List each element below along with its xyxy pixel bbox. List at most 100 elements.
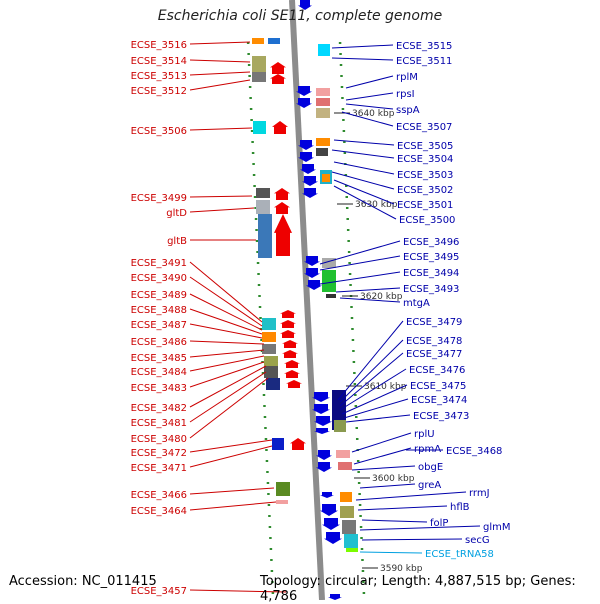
- gene-block-right: [342, 520, 356, 534]
- left-track-dots: [254, 218, 258, 220]
- gene-arrow-left: [280, 320, 296, 328]
- scale-tick-label: 3620 kbp: [360, 292, 403, 302]
- gene-arrow-right: [296, 98, 312, 108]
- gene-arrow-right: [328, 594, 342, 600]
- left-track-dots: [261, 372, 265, 374]
- gene-arrow-left: [280, 330, 296, 338]
- gene-connector-right: [351, 465, 416, 471]
- left-track-dots: [249, 108, 253, 110]
- gene-arrow-left: [274, 188, 290, 200]
- gene-connector-right: [341, 111, 394, 127]
- left-track-dots: [247, 64, 251, 66]
- right-track-dots: [360, 548, 364, 550]
- right-track-dots: [362, 592, 366, 594]
- gene-label-right: glmM: [483, 522, 511, 533]
- gene-connector-right: [319, 255, 401, 271]
- gene-block-left: [252, 72, 266, 82]
- gene-connector-right: [345, 103, 394, 110]
- gene-connector-right: [337, 320, 404, 401]
- gene-label-right: rplM: [396, 72, 418, 83]
- right-track-dots: [346, 229, 350, 231]
- scale-tick-label: 3610 kbp: [364, 382, 407, 392]
- right-track-dots: [356, 460, 360, 462]
- left-track-dots: [254, 207, 257, 209]
- left-track-dots: [258, 295, 261, 297]
- right-track-dots: [351, 328, 354, 330]
- left-track-dots: [251, 152, 255, 154]
- gene-block-right: [334, 420, 346, 432]
- gene-connector-right: [333, 161, 395, 175]
- right-track-dots: [338, 42, 342, 44]
- left-track-dots: [247, 53, 250, 55]
- gene-connector-left: [189, 207, 255, 213]
- gene-arrow-right: [298, 0, 312, 10]
- gene-block-right: [316, 148, 328, 156]
- gene-label-right: ECSE_3503: [397, 170, 453, 181]
- gene-connector-left: [189, 365, 267, 408]
- gene-connector-right: [331, 44, 394, 49]
- gene-connector-right: [331, 57, 394, 61]
- gene-label-left: ECSE_3481: [131, 418, 187, 429]
- gene-arrow-left: [270, 74, 286, 84]
- gene-connector-right: [319, 271, 401, 285]
- left-track-dots: [248, 75, 251, 77]
- gene-label-left: ECSE_3513: [131, 71, 187, 82]
- right-track-dots: [358, 493, 361, 495]
- gene-block-left: [253, 121, 266, 134]
- left-track-dots: [253, 196, 257, 198]
- left-track-dots: [271, 592, 275, 594]
- right-track-dots: [352, 350, 355, 352]
- right-track-dots: [341, 97, 344, 99]
- gene-connector-left: [189, 261, 263, 323]
- right-track-dots: [341, 108, 345, 110]
- gene-connector-right: [339, 297, 401, 303]
- right-track-dots: [349, 284, 352, 286]
- right-track-dots: [347, 240, 350, 242]
- right-track-dots: [348, 262, 351, 264]
- gene-connector-left: [189, 41, 251, 45]
- gene-arrow-left: [280, 310, 296, 318]
- gene-connector-right: [331, 149, 395, 159]
- right-track-dots: [344, 174, 348, 176]
- left-track-dots: [269, 537, 272, 539]
- gene-label-left: ECSE_3471: [131, 463, 187, 474]
- left-track-dots: [265, 449, 268, 451]
- gene-label-right: secG: [465, 535, 490, 546]
- right-track-dots: [350, 306, 353, 308]
- right-track-dots: [347, 251, 351, 253]
- gene-label-left: ECSE_3487: [131, 320, 187, 331]
- left-track-dots: [268, 526, 272, 528]
- gene-label-right: obgE: [418, 462, 443, 473]
- left-track-dots: [251, 141, 254, 143]
- gene-block-right: [340, 506, 354, 518]
- gene-label-left: ECSE_3486: [131, 337, 187, 348]
- gene-arrow-right: [306, 280, 322, 290]
- gene-label-right: ECSE_3494: [403, 268, 459, 279]
- gene-label-right: ECSE_3473: [413, 411, 469, 422]
- gene-label-left: ECSE_3485: [131, 353, 187, 364]
- gene-connector-right: [319, 240, 401, 265]
- gene-connector-right: [333, 179, 395, 205]
- gene-label-left: gltB: [167, 236, 187, 247]
- left-track-dots: [262, 394, 266, 396]
- gene-connector-left: [189, 195, 253, 198]
- gene-block-left: [256, 188, 270, 198]
- gene-label-right: ECSE_3507: [396, 122, 452, 133]
- right-track-dots: [342, 119, 345, 121]
- gene-block-right: [344, 534, 358, 548]
- left-track-dots: [257, 284, 261, 286]
- right-track-dots: [354, 405, 358, 407]
- gene-block-right: [338, 462, 352, 470]
- gene-connector-left: [189, 323, 263, 339]
- gene-connector-right: [345, 414, 411, 423]
- left-track-dots: [255, 229, 258, 231]
- gene-arrow-right: [312, 404, 330, 414]
- gene-block-right: [346, 548, 358, 552]
- gene-arrow-left: [282, 350, 298, 358]
- right-track-dots: [355, 438, 359, 440]
- left-track-dots: [252, 174, 256, 176]
- gene-arrow-left: [274, 214, 292, 256]
- right-track-dots: [361, 570, 365, 572]
